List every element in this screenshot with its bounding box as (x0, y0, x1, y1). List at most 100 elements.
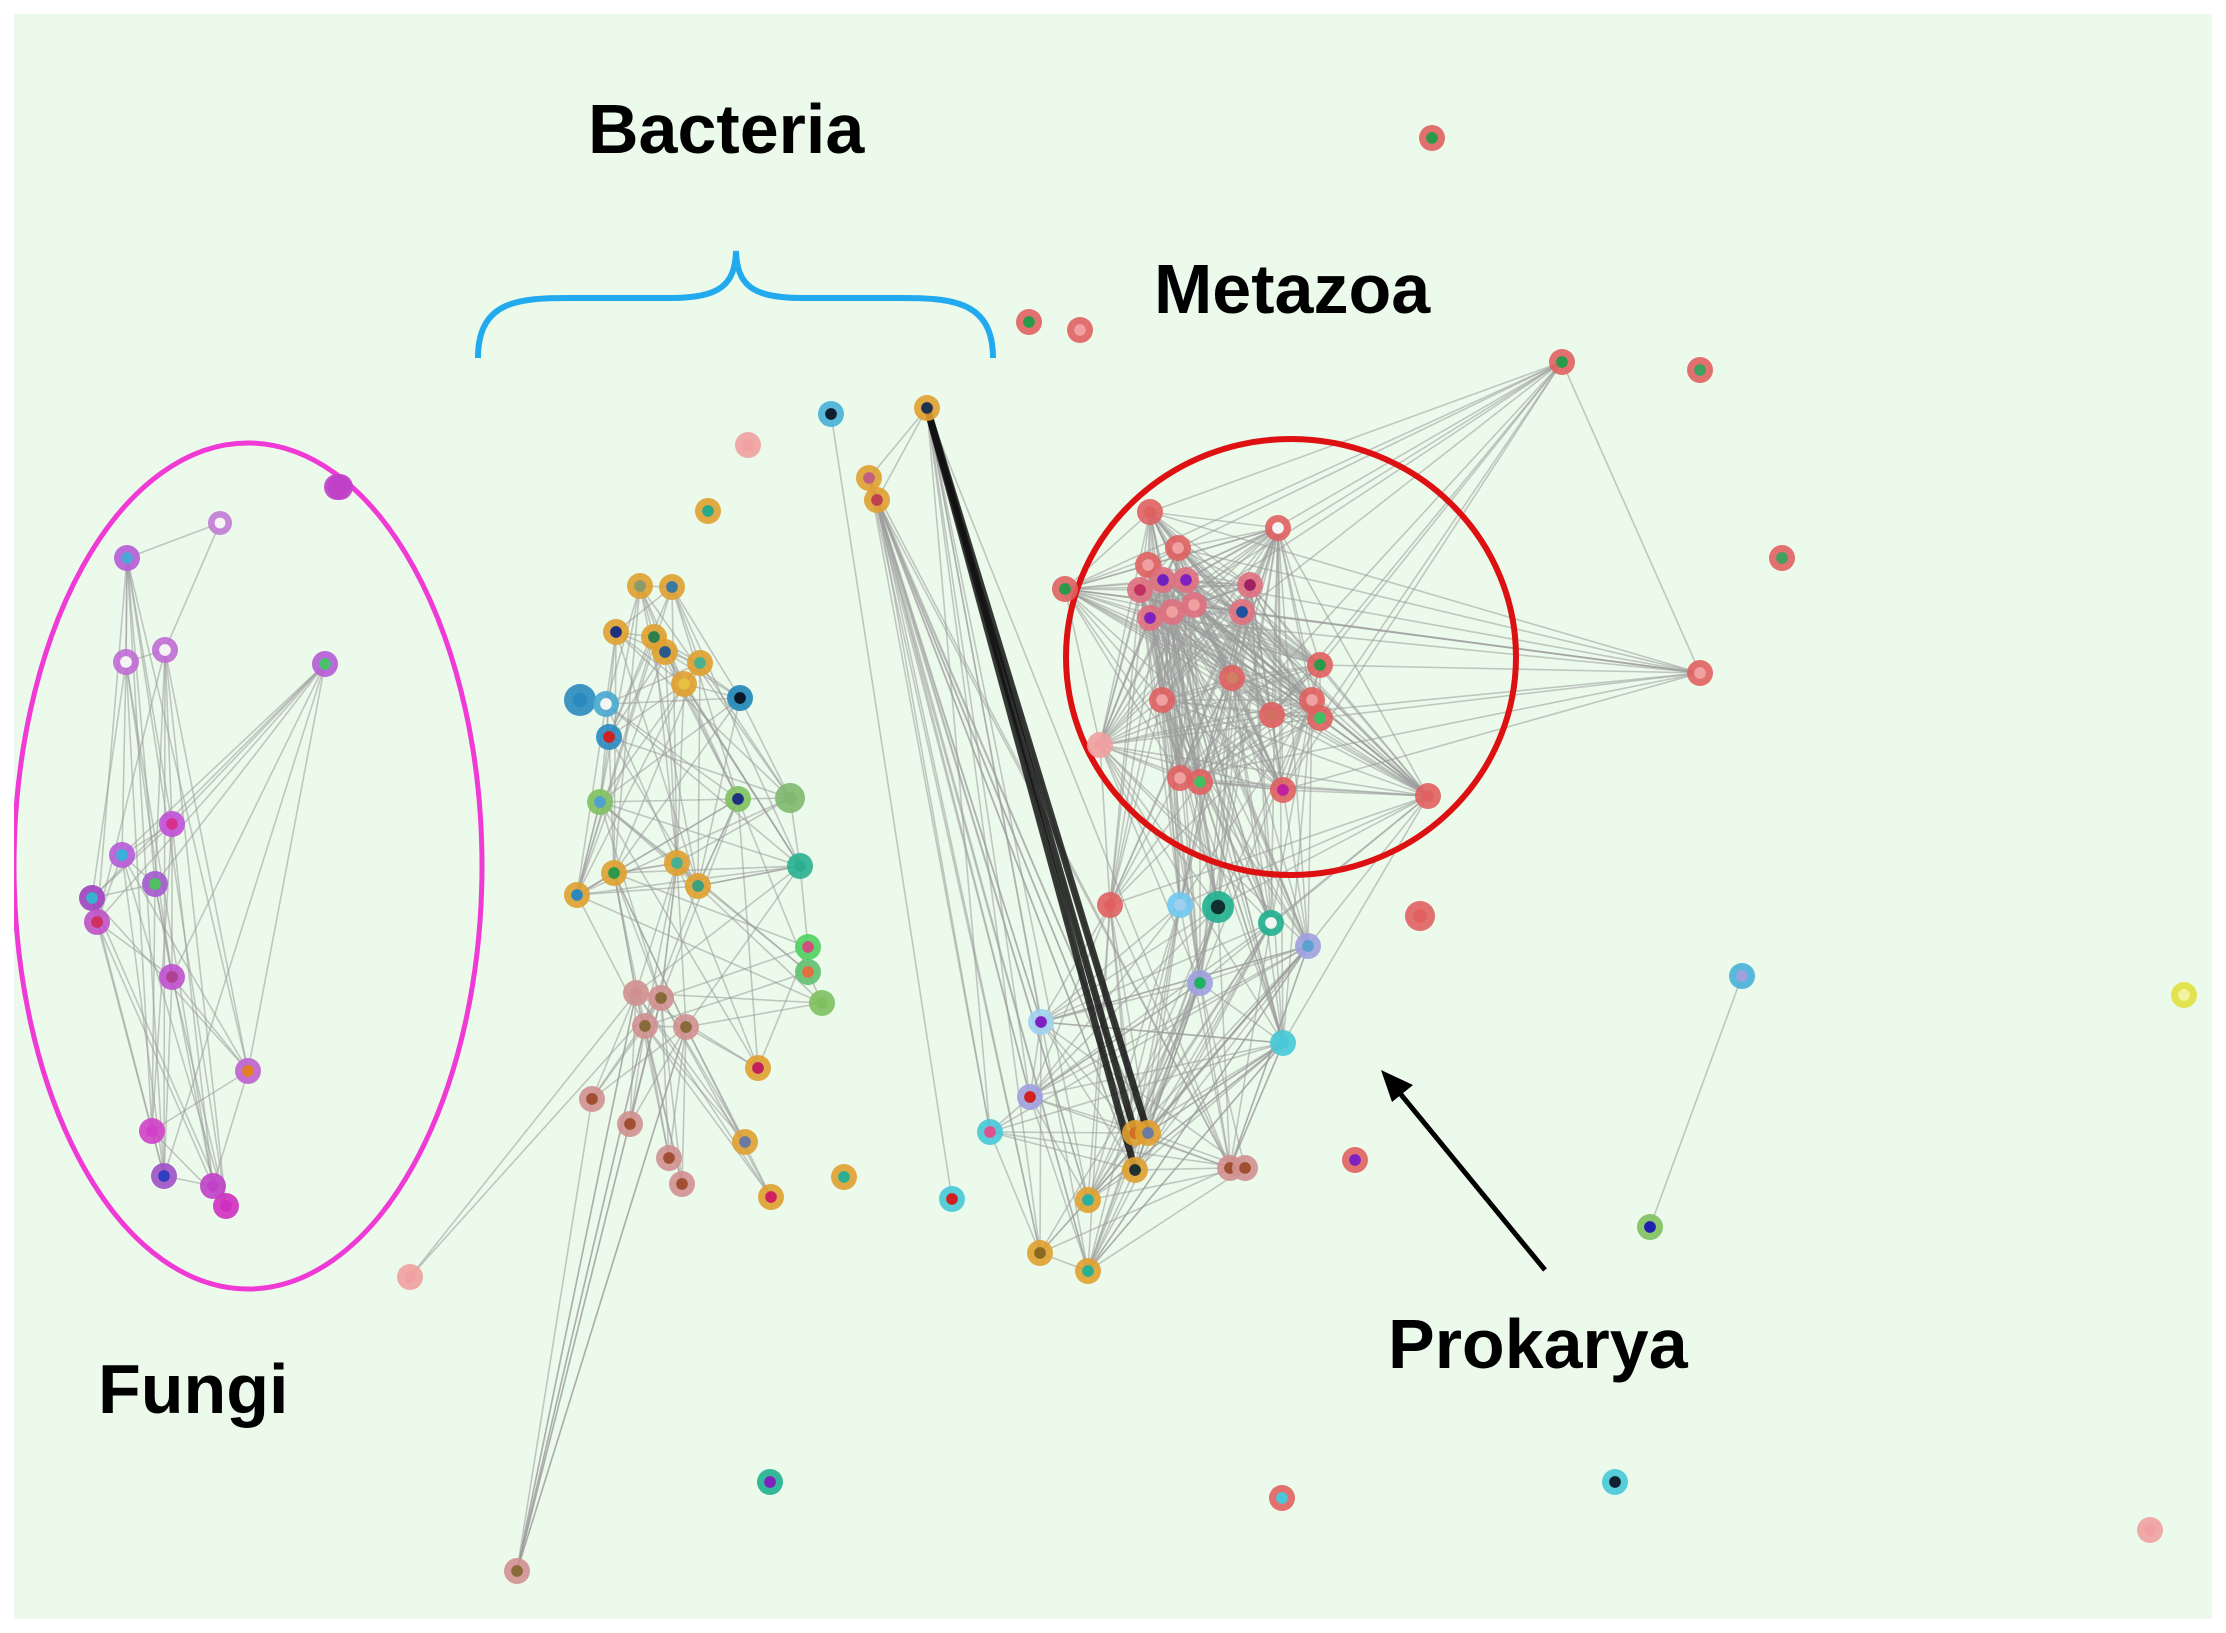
network-node (652, 639, 678, 665)
node-center (1034, 1247, 1046, 1259)
node-center (594, 796, 606, 808)
node-center (680, 1021, 692, 1033)
network-node (1342, 1147, 1368, 1173)
edge (660, 862, 678, 999)
network-node (671, 671, 697, 697)
network-node (151, 1163, 177, 1189)
node-center (220, 1200, 232, 1212)
edge (1199, 982, 1231, 1169)
node-center (1226, 672, 1238, 684)
edge (685, 1026, 772, 1198)
edge (1099, 744, 1284, 1044)
network-node (1237, 572, 1263, 598)
network-node (1270, 1030, 1296, 1056)
node-center (214, 517, 226, 529)
edge-bundle (928, 407, 1151, 1134)
edge (1193, 604, 1201, 783)
node-center (1277, 784, 1289, 796)
network-node (579, 1086, 605, 1112)
edge (1149, 511, 1279, 529)
edge (91, 661, 127, 899)
edge (613, 865, 801, 874)
network-node (596, 724, 622, 750)
edge (1282, 795, 1429, 1044)
network-node (732, 1129, 758, 1155)
edge (164, 649, 249, 1072)
network-node (1187, 970, 1213, 996)
node-center (1413, 909, 1427, 923)
network-node (1229, 599, 1255, 625)
edge (1171, 611, 1321, 666)
network-node (1687, 660, 1713, 686)
network-node (2171, 982, 2197, 1008)
edge (660, 997, 670, 1159)
edge-bundle (928, 407, 1138, 1171)
edge (599, 801, 801, 867)
edge (516, 1098, 593, 1572)
edge (1087, 1167, 1246, 1272)
node-center (86, 892, 98, 904)
edge (671, 586, 741, 699)
network-node (669, 1171, 695, 1197)
node-center (702, 505, 714, 517)
node-center (1082, 1265, 1094, 1277)
edge (1271, 714, 1429, 797)
edge (605, 703, 801, 867)
metazoa-outline (1063, 436, 1519, 878)
edge (1064, 547, 1179, 590)
edge (1171, 611, 1309, 947)
network-node (1259, 702, 1285, 728)
edge (1147, 904, 1181, 1134)
edge-bundle (926, 407, 1149, 1134)
node-center (1194, 977, 1206, 989)
node-center (816, 997, 828, 1009)
node-center (1174, 899, 1186, 911)
edge (1199, 781, 1272, 924)
network-node (1159, 599, 1185, 625)
node-center (1156, 694, 1168, 706)
node-center (1094, 739, 1106, 751)
network-node (627, 573, 653, 599)
node-center (1174, 772, 1186, 784)
edge (1087, 922, 1272, 1201)
node-center (1059, 583, 1071, 595)
edge (1087, 1042, 1284, 1272)
node-center (1023, 316, 1035, 328)
node-center (634, 580, 646, 592)
edge (1282, 699, 1313, 1044)
network-node (208, 511, 232, 535)
node-center (603, 731, 615, 743)
edge (697, 662, 701, 887)
edge (613, 631, 617, 874)
edge (605, 662, 701, 705)
edge (591, 1025, 646, 1100)
edge (1149, 511, 1251, 586)
network-node (831, 1164, 857, 1190)
edge (737, 798, 759, 1069)
node-center (166, 971, 178, 983)
edge (1199, 781, 1219, 908)
edge (989, 1131, 1246, 1169)
edge (1099, 744, 1181, 906)
fungi-outline (14, 440, 485, 1292)
node-center (984, 1126, 996, 1138)
network-node (1219, 665, 1245, 691)
edge (1109, 677, 1233, 906)
edge (1177, 547, 1251, 586)
node-layer (79, 125, 2197, 1584)
edge (1064, 361, 1563, 590)
node-center (783, 791, 797, 805)
edge (1040, 1021, 1284, 1044)
network-node (601, 860, 627, 886)
edge-bundle (927, 407, 1150, 1134)
network-node (775, 783, 805, 813)
edge (1319, 361, 1563, 719)
edge (868, 407, 928, 479)
network-node (727, 685, 753, 711)
edge (1193, 361, 1563, 606)
edge (1199, 795, 1429, 984)
node-center (734, 692, 746, 704)
network-node (818, 401, 844, 427)
edge (1147, 922, 1272, 1134)
network-node (152, 637, 178, 663)
